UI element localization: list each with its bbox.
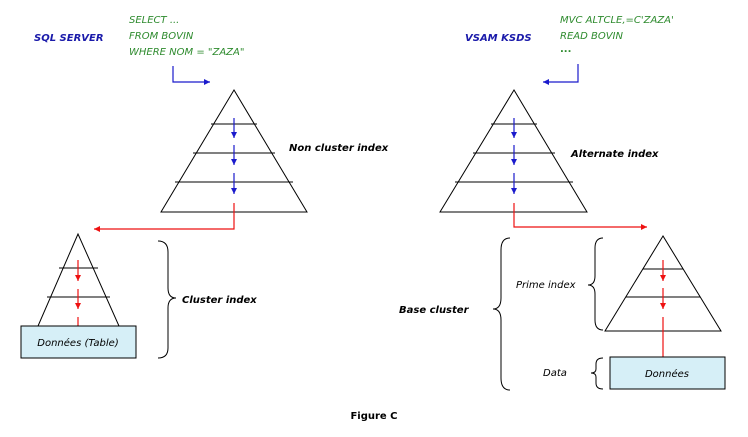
left-lower-index-label: Cluster index <box>182 295 257 306</box>
left-data-box <box>20 325 137 359</box>
right-upper-index-label: Alternate index <box>570 149 659 160</box>
right-data-box <box>609 356 726 390</box>
left-code-line-3: WHERE NOM = "ZAZA" <box>129 47 244 58</box>
right-red-connector <box>513 203 647 230</box>
right-prime-index-label: Prime index <box>516 280 576 291</box>
right-engine-label: VSAM KSDS <box>465 33 532 44</box>
right-prime-pyramid <box>604 235 722 332</box>
right-entry-arrow <box>543 64 579 85</box>
left-code-line-1: SELECT ... <box>129 15 179 26</box>
right-data-box-label: Données <box>645 368 689 380</box>
right-data-brace <box>590 357 604 390</box>
left-data-box-label: Données (Table) <box>37 337 118 349</box>
right-code-line-3: ... <box>560 44 571 55</box>
right-code-line-2: READ BOVIN <box>560 31 624 42</box>
left-upper-index-label: Non cluster index <box>289 143 389 154</box>
figure-caption: Figure C <box>350 411 397 422</box>
left-red-connector <box>94 203 235 232</box>
left-cluster-brace <box>157 240 177 359</box>
right-prime-brace <box>587 237 604 331</box>
right-base-cluster-brace <box>492 237 511 391</box>
right-code-line-1: MVC ALTCLE,=C'ZAZA' <box>560 15 674 26</box>
left-code-line-2: FROM BOVIN <box>129 31 194 42</box>
left-entry-arrow <box>172 66 210 85</box>
right-group-label: Base cluster <box>399 305 470 316</box>
left-engine-label: SQL SERVER <box>34 33 104 44</box>
right-data-label: Data <box>543 368 567 379</box>
